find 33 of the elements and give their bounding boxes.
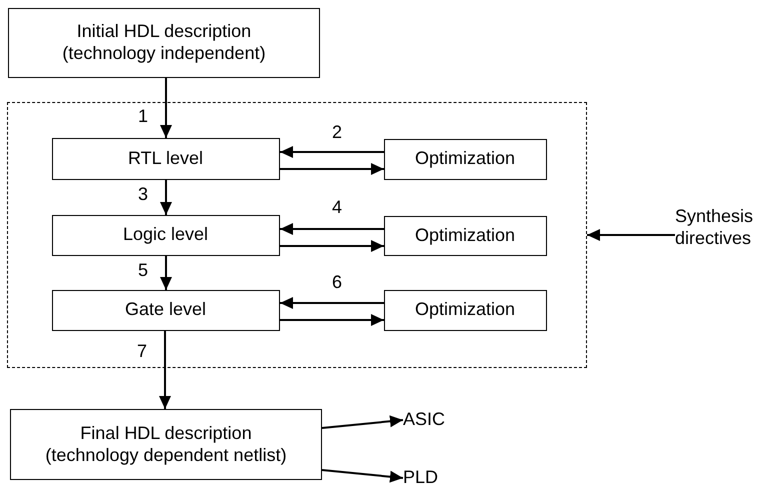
arrow — [280, 297, 384, 309]
box-text: Final HDL description (technology dependent netlist) — [44, 422, 288, 466]
arrow — [587, 229, 675, 241]
process-box — [384, 216, 546, 256]
box-text: Logic level — [122, 224, 208, 246]
process-box — [52, 290, 280, 330]
arrow — [322, 469, 404, 483]
arrow — [160, 180, 172, 215]
output-label: ASIC — [403, 409, 446, 431]
input-label: Synthesis directives — [675, 206, 754, 250]
box-text: Gate level — [124, 299, 206, 321]
arrow — [160, 78, 172, 138]
arrow — [280, 314, 384, 326]
arrow — [280, 146, 384, 158]
arrow — [160, 256, 172, 290]
arrow — [280, 223, 384, 235]
process-box — [8, 8, 320, 78]
arrow — [159, 331, 171, 409]
dashed-group-box — [7, 102, 587, 368]
box-text: Optimization — [414, 148, 516, 170]
process-box — [384, 138, 546, 180]
process-box — [10, 409, 322, 480]
process-box — [52, 138, 280, 180]
arrow — [322, 415, 404, 429]
process-box — [384, 290, 546, 330]
box-text: Initial HDL description (technology independent) — [61, 21, 267, 65]
arrow — [280, 163, 384, 175]
box-text: Optimization — [414, 224, 516, 246]
output-label: PLD — [403, 467, 438, 489]
arrow — [280, 240, 384, 252]
process-box — [52, 214, 280, 256]
box-text: Optimization — [414, 299, 516, 321]
box-text: RTL level — [128, 148, 204, 170]
